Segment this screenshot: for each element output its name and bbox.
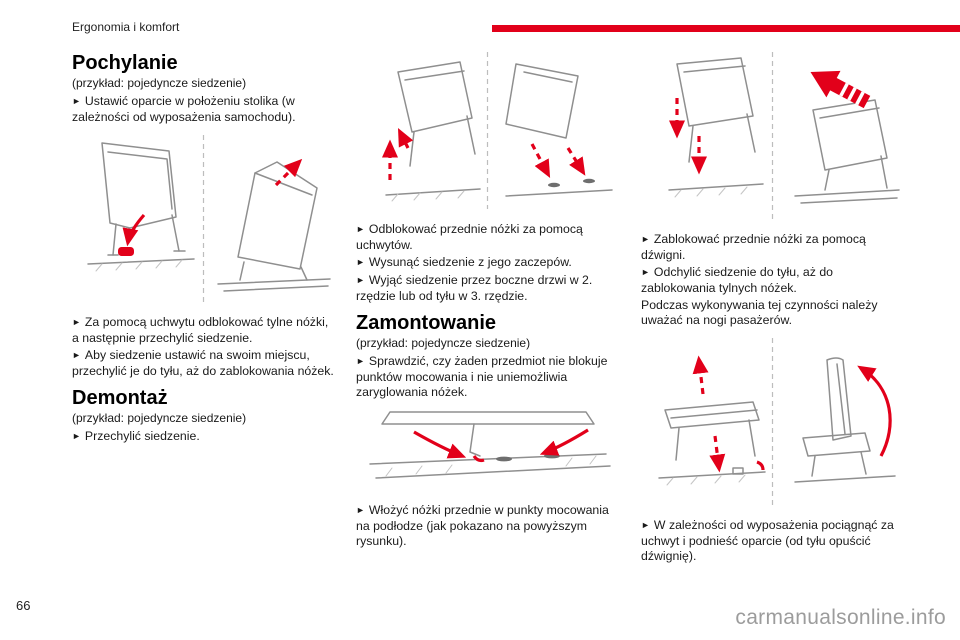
step-text: Aby siedzenie ustawić na swoim miejscu, … — [72, 348, 334, 378]
bullet-arrow-icon: ► — [72, 96, 81, 106]
step-text: Zablokować przednie nóżki za pomocą dźwi… — [641, 232, 866, 262]
bullet-arrow-icon: ► — [356, 505, 365, 515]
figure-raise-backrest — [641, 334, 905, 509]
step-text: Przechylić siedzenie. — [84, 429, 200, 443]
floor-mounting-drawing — [369, 411, 611, 479]
watermark: carmanualsonline.info — [735, 606, 946, 629]
red-arrow-down-right — [566, 147, 586, 176]
bullet-arrow-icon: ► — [356, 275, 365, 285]
instruction-step: ►W zależności od wyposażenia pociągnąć z… — [641, 518, 905, 564]
figure-floor-mounting-points — [356, 406, 620, 494]
instruction-step: ►Sprawdzić, czy żaden przedmiot nie blok… — [356, 354, 620, 400]
seat-upright-drawing — [794, 357, 896, 483]
column-middle: ►Odblokować przednie nóżki za pomocą uch… — [356, 48, 620, 551]
bullet-arrow-icon: ► — [641, 234, 650, 244]
warning-note: Podczas wykonywania tej czynności należy… — [641, 298, 878, 327]
instruction-step: ►Odblokować przednie nóżki za pomocą uch… — [356, 222, 620, 253]
red-arrow-pull-up — [692, 355, 709, 395]
instruction-step: ►Aby siedzenie ustawić na swoim miejscu,… — [72, 348, 336, 379]
seat-tilted-side-drawing — [217, 161, 331, 292]
example-note: (przykład: pojedyncze siedzenie) — [72, 411, 247, 425]
floor-anchor — [583, 178, 595, 184]
header-accent-bar — [492, 25, 960, 32]
red-arrow-insert-right — [539, 428, 589, 456]
seat-tilt-back-drawing — [794, 99, 900, 204]
instruction-step: ►Zablokować przednie nóżki za pomocą dźw… — [641, 232, 905, 263]
step-text: Odblokować przednie nóżki za pomocą uchw… — [356, 222, 583, 252]
heading-zamontowanie: Zamontowanie — [356, 312, 497, 334]
bullet-arrow-icon: ► — [356, 356, 365, 366]
seat-rear-drawing — [385, 61, 481, 202]
red-foot-hook — [472, 455, 485, 463]
mounting-point — [496, 456, 512, 462]
step-text: Wysunąć siedzenie z jego zaczepów. — [368, 255, 572, 269]
seat-rear-view-drawing — [87, 142, 195, 272]
bullet-arrow-icon: ► — [72, 431, 81, 441]
red-arrow-tilt — [274, 158, 303, 187]
red-arrow-handle — [397, 127, 414, 149]
bullet-arrow-icon: ► — [641, 267, 650, 277]
step-text: Sprawdzić, czy żaden przedmiot nie bloku… — [356, 354, 608, 399]
section-header: Ergonomia i komfort — [72, 20, 180, 34]
step-text: W zależności od wyposażenia pociągnąć za… — [641, 518, 894, 563]
floor-anchor — [548, 182, 560, 188]
instruction-step: ►Przechylić siedzenie. — [72, 429, 336, 445]
page-number: 66 — [16, 598, 31, 613]
figure-lock-front-feet — [641, 48, 905, 223]
release-handle — [118, 247, 134, 256]
column-left: Pochylanie (przykład: pojedyncze siedzen… — [72, 52, 336, 447]
red-arrow-unlock — [122, 213, 146, 247]
red-arrow-press-down — [709, 435, 726, 473]
step-text: Włożyć nóżki przednie w punkty mocowania… — [356, 503, 609, 548]
instruction-step: ►Ustawić oparcie w położeniu stolika (w … — [72, 94, 336, 125]
instruction-step: ►Wysunąć siedzenie z jego zaczepów. — [356, 255, 620, 271]
step-text: Ustawić oparcie w położeniu stolika (w z… — [72, 94, 296, 124]
example-note: (przykład: pojedyncze siedzenie) — [356, 336, 531, 350]
seat-table-position-drawing — [658, 401, 766, 486]
bullet-arrow-icon: ► — [72, 350, 81, 360]
column-right: ►Zablokować przednie nóżki za pomocą dźw… — [641, 48, 905, 566]
bullet-arrow-icon: ► — [641, 520, 650, 530]
instruction-step: ►Za pomocą uchwytu odblokować tylne nóżk… — [72, 315, 336, 346]
big-tilt-arrow — [810, 70, 871, 109]
step-text: Wyjąć siedzenie przez boczne drzwi w 2. … — [356, 273, 593, 303]
seat-removal-drawing — [505, 63, 613, 197]
example-note: (przykład: pojedyncze siedzenie) — [72, 76, 247, 90]
instruction-step: ►Włożyć nóżki przednie w punkty mocowani… — [356, 503, 620, 549]
heading-pochylanie: Pochylanie — [72, 52, 178, 74]
red-arrow-raise-backrest — [857, 365, 892, 457]
step-text: Za pomocą uchwytu odblokować tylne nóżki… — [72, 315, 329, 345]
bullet-arrow-icon: ► — [72, 317, 81, 327]
mounting-point — [544, 453, 560, 459]
instruction-step: ►Odchylić siedzenie do tyłu, aż do zablo… — [641, 265, 905, 296]
bullet-arrow-icon: ► — [356, 224, 365, 234]
instruction-step: ►Wyjąć siedzenie przez boczne drzwi w 2.… — [356, 273, 620, 304]
red-arrow-down-left — [530, 143, 551, 178]
seat-lock-drawing — [668, 57, 764, 198]
red-arrow-insert-left — [413, 430, 467, 459]
step-text: Odchylić siedzenie do tyłu, aż do zablok… — [641, 265, 834, 295]
bullet-arrow-icon: ► — [356, 257, 365, 267]
heading-demontaz: Demontaż — [72, 387, 168, 409]
red-anchor-detail — [756, 460, 765, 471]
figure-tilting-seat — [72, 131, 336, 306]
figure-unlock-front-feet — [356, 48, 620, 213]
